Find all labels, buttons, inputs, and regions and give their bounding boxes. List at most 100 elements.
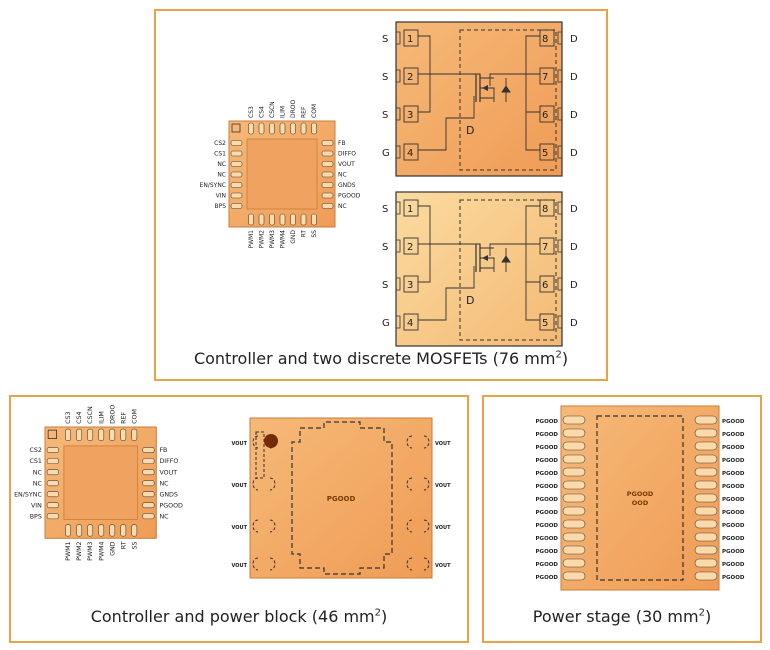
pin-label-right: FB <box>338 140 346 147</box>
pad-left <box>252 519 276 533</box>
pin1-marker <box>47 429 57 439</box>
power-stage-pin-left <box>562 506 586 516</box>
mosfet-pin-left <box>403 275 419 293</box>
pin-top <box>109 428 116 441</box>
power-stage-label-right: PGOOD <box>722 484 745 490</box>
pin-right <box>321 150 334 157</box>
power-block-center-label: PGOOD <box>327 495 356 503</box>
lead-left <box>396 239 401 253</box>
vout-pad-left <box>255 431 265 479</box>
pin-label-left: BPS <box>30 513 42 520</box>
power-stage-label-left: PGOOD <box>536 536 559 542</box>
mosfet-pin-right <box>539 275 555 293</box>
pin-label-left: S <box>382 72 388 83</box>
power-stage-label-left: PGOOD <box>536 432 559 438</box>
pin-label-right: D <box>570 148 578 159</box>
mosfet-pin-left <box>403 29 419 47</box>
vout-label-right: VOUT <box>435 441 451 447</box>
pin-label-left: S <box>382 110 388 121</box>
controller-pad <box>246 138 318 210</box>
drain-wires <box>489 35 540 151</box>
pin-label-left: VIN <box>216 193 226 200</box>
vout-label-left: VOUT <box>231 483 247 489</box>
pin-number-right: 8 <box>542 34 548 45</box>
vout-label-right: VOUT <box>435 563 451 569</box>
pin-number-left: 2 <box>407 242 413 253</box>
power-stage-label-left: PGOOD <box>536 575 559 581</box>
pin-left <box>46 447 59 454</box>
power-stage-pin-left <box>562 571 586 581</box>
pin-label-top: CSCN <box>269 101 276 118</box>
pad-left <box>252 557 276 571</box>
pin-top <box>300 122 307 135</box>
body-diode <box>501 78 511 102</box>
bottom-left-caption: Controller and power block (46 mm2) <box>90 607 388 626</box>
lead-right <box>557 201 562 215</box>
pin-top <box>311 122 317 135</box>
vout-label-left: VOUT <box>231 563 247 569</box>
power-stage-pad-outline <box>596 415 684 581</box>
pin-label-bottom: PWM1 <box>248 230 255 249</box>
pin-label-bottom: SS <box>131 541 138 549</box>
drain-pad-outline <box>459 29 557 171</box>
body-diode <box>501 248 511 272</box>
pin-label-bottom: PWM3 <box>269 230 276 249</box>
pin-label-bottom: RT <box>301 230 308 238</box>
pin-label-bottom: GND <box>290 230 297 244</box>
pin-label-left: BPS <box>214 203 226 210</box>
pin-bottom <box>300 213 307 226</box>
pin-top <box>290 122 296 135</box>
power-stage-label-left: PGOOD <box>536 497 559 503</box>
lead-right <box>557 145 562 159</box>
pin-top <box>248 122 254 135</box>
power-stage-pin-right <box>694 428 718 438</box>
power-stage-label-right: PGOOD <box>722 562 745 568</box>
power-stage-label-right: PGOOD <box>722 445 745 451</box>
lead-right <box>557 107 562 121</box>
drain-label: D <box>466 124 474 137</box>
pin-left <box>46 458 59 465</box>
power-stage-label-left: PGOOD <box>536 523 559 529</box>
pin-label-left: EN/SYNC <box>200 182 226 189</box>
pin-label-left: S <box>382 204 388 215</box>
power-stage-pin-left <box>562 480 586 490</box>
pin-label-top: CS4 <box>76 411 83 423</box>
lead-right <box>557 277 562 291</box>
pin-label-top: REF <box>301 106 308 118</box>
power-stage-label-left: PGOOD <box>536 484 559 490</box>
power-stage-pin-left <box>562 467 586 477</box>
pin-label-left: NC <box>217 172 226 179</box>
pin-right <box>321 171 334 178</box>
pin-number-right: 8 <box>542 204 548 215</box>
pin-label-left: CS2 <box>29 447 41 454</box>
power-stage-label-left: PGOOD <box>536 562 559 568</box>
pin-left <box>230 140 243 146</box>
pin-label-left: NC <box>33 469 43 476</box>
pin-label-top: COM <box>311 104 318 118</box>
pin-label-right: NC <box>338 172 347 179</box>
bottom-right-caption: Power stage (30 mm2) <box>532 607 712 626</box>
pin-top <box>269 122 275 135</box>
pin-label-top: DROO <box>109 405 116 424</box>
pin-label-top: CS3 <box>248 106 255 118</box>
pin-top <box>258 122 265 135</box>
pin-left <box>230 161 243 167</box>
pin-label-left: G <box>382 318 390 329</box>
pin-left <box>230 192 243 199</box>
pin-bottom <box>131 524 138 537</box>
pin-label-bottom: PWM4 <box>280 230 287 249</box>
pin-bottom <box>258 213 265 226</box>
pin-right <box>142 458 155 465</box>
power-stage-pin-left <box>562 428 586 438</box>
pin-label-top: ILIM <box>280 106 287 118</box>
mosfet-pin-right <box>539 105 555 123</box>
pin-right <box>142 491 155 498</box>
pin-top <box>279 122 286 135</box>
pin-label-left: S <box>382 242 388 253</box>
power-stage-pin-right <box>694 545 718 555</box>
pin-label-top: CSCN <box>87 406 94 424</box>
mosfet-pin-left <box>403 143 419 161</box>
pin-label-right: D <box>570 72 578 83</box>
